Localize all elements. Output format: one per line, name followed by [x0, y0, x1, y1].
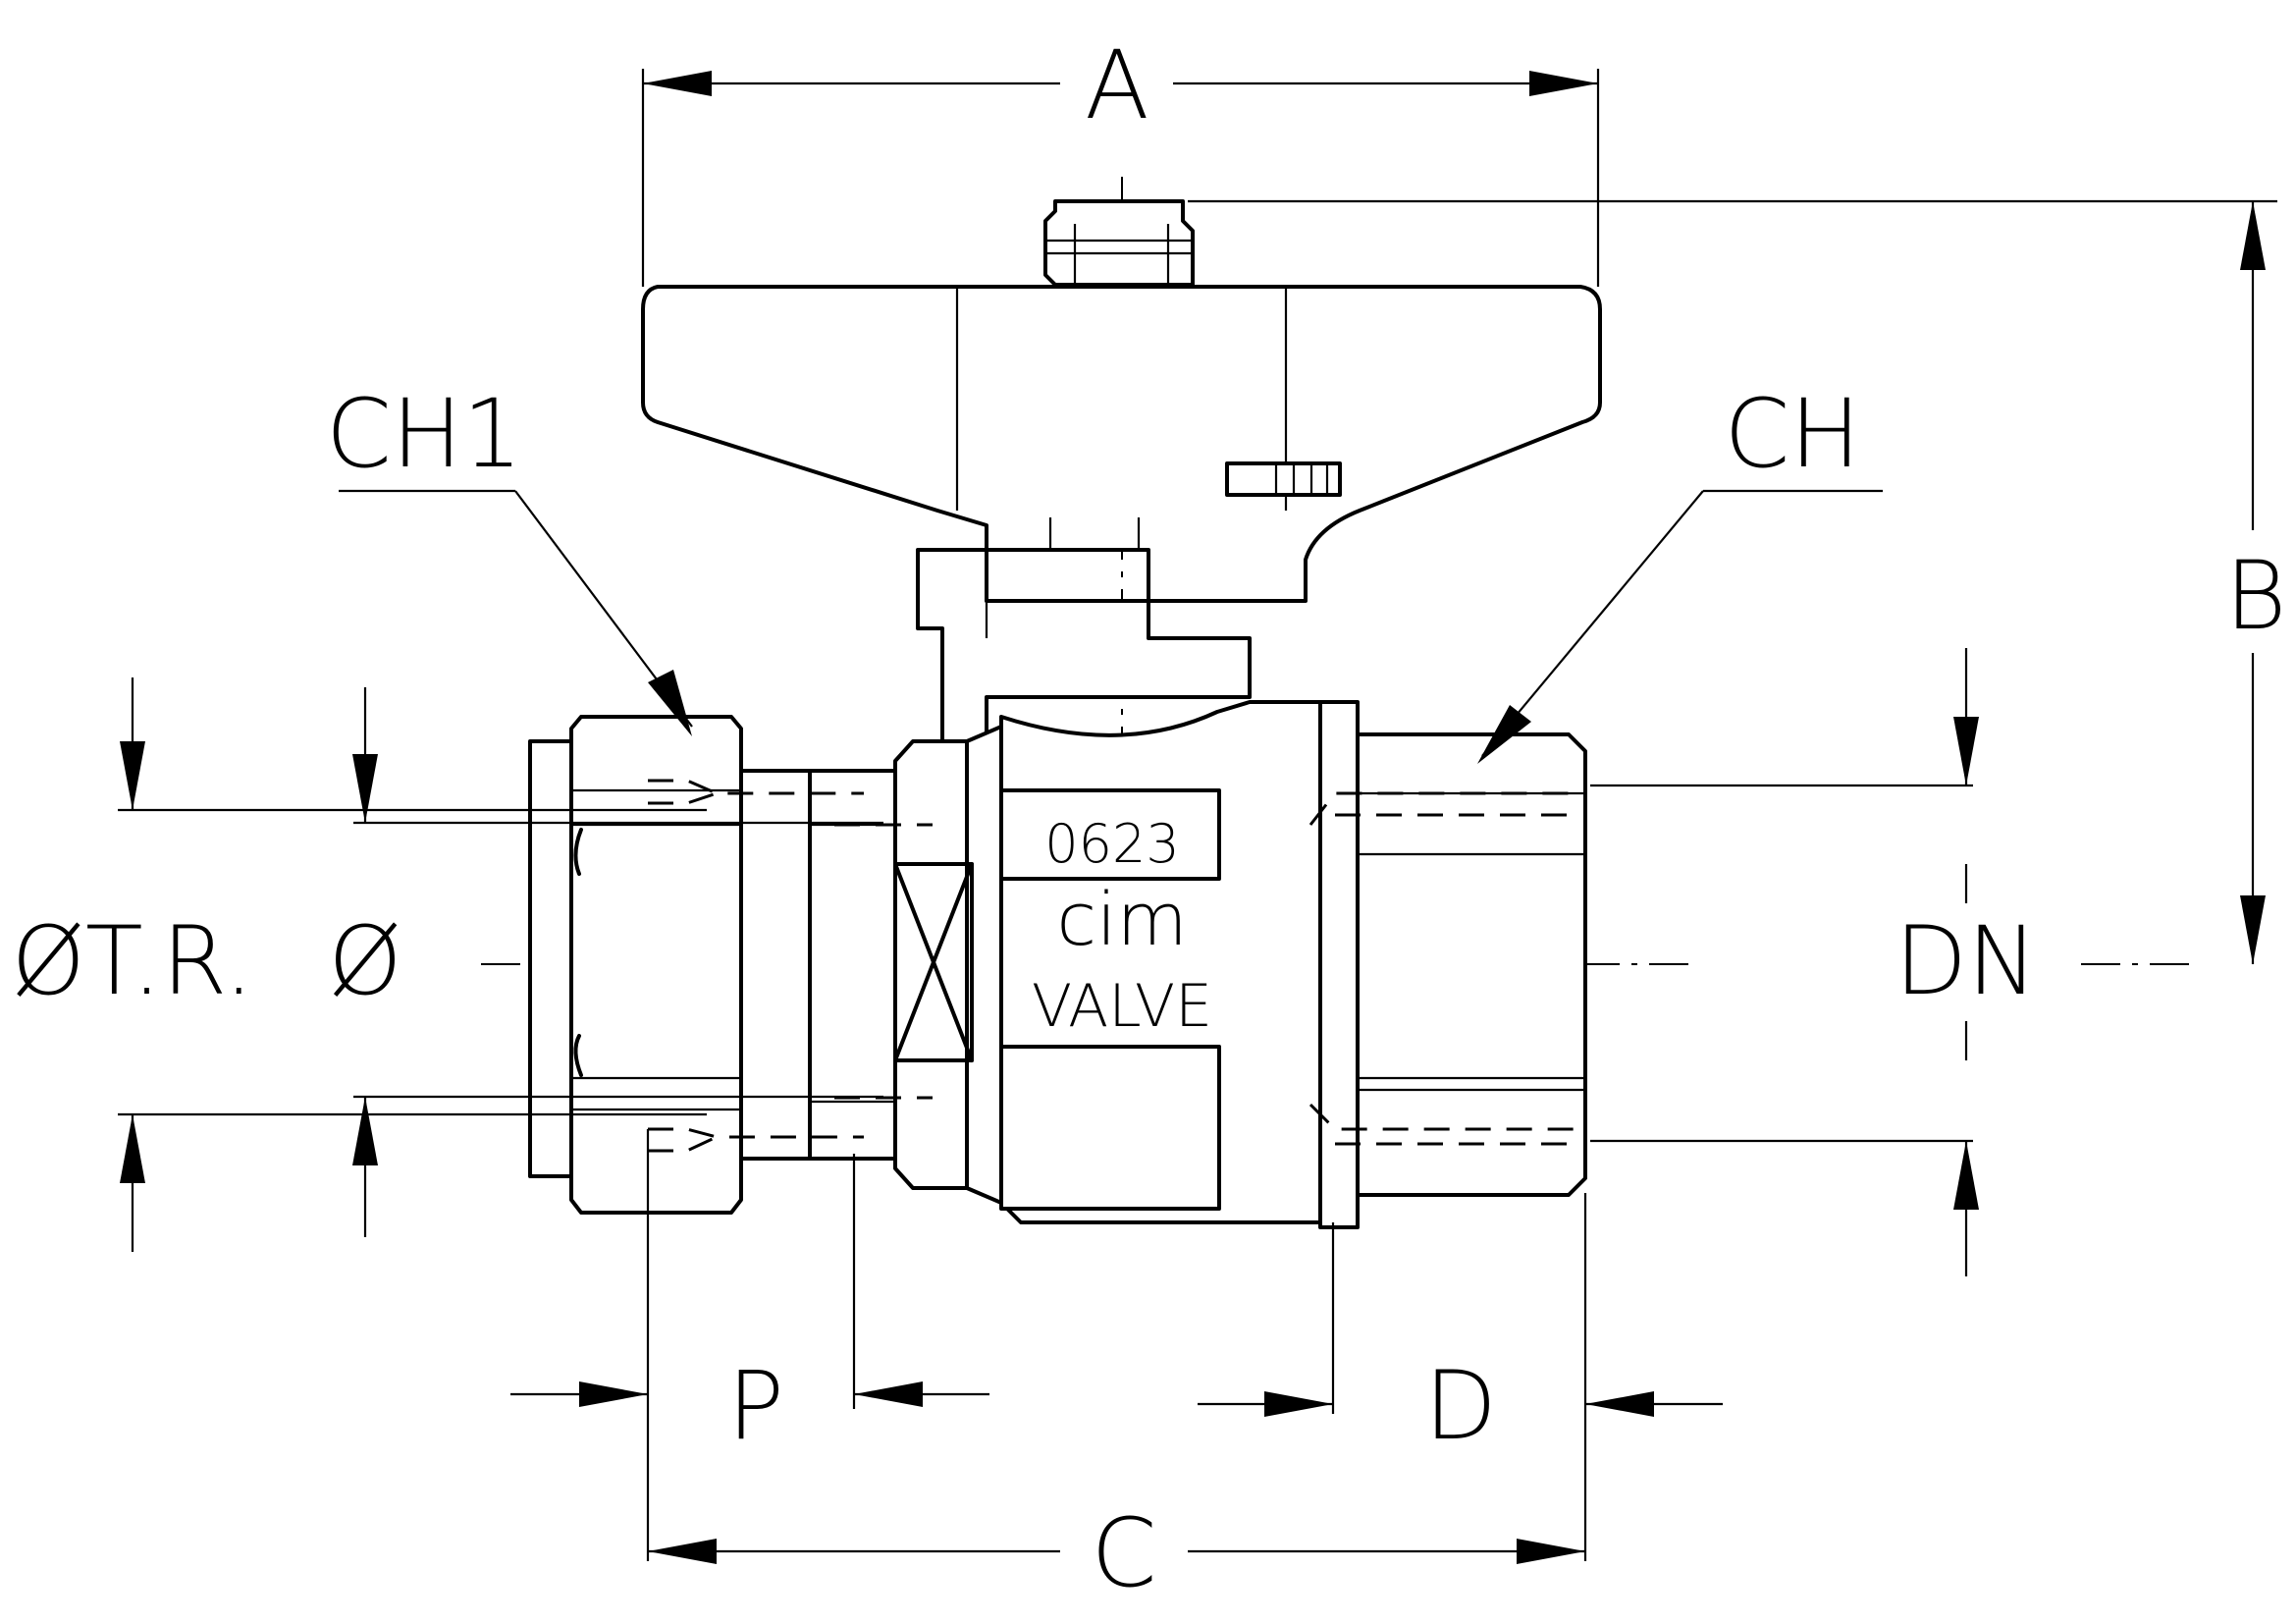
- body-markings: 0623 cim VALVE: [1032, 813, 1212, 1041]
- dim-c-label: C: [1091, 1498, 1156, 1608]
- dim-ch-label: CH: [1724, 379, 1860, 489]
- dim-p-label: P: [727, 1351, 784, 1461]
- dim-d-label: D: [1424, 1351, 1497, 1461]
- dim-a: A: [641, 30, 1600, 287]
- dim-dn: DN: [1590, 648, 2038, 1276]
- body-code-text: 0623: [1044, 813, 1179, 875]
- dim-ch1-label: CH1: [326, 379, 522, 489]
- dim-phi-tr-label: ØT.R.: [11, 906, 253, 1016]
- body-word-text: VALVE: [1032, 972, 1212, 1041]
- dim-ch: CH: [1477, 379, 1883, 764]
- dim-d: D: [1198, 1193, 1723, 1561]
- dim-ch1: CH1: [326, 379, 693, 736]
- dim-phi-tr: ØT.R.: [11, 677, 707, 1252]
- handle-lever: [641, 199, 1602, 603]
- dim-b-label: B: [2225, 541, 2287, 651]
- body-brand-text: cim: [1056, 878, 1187, 962]
- dim-c: C: [648, 1498, 1585, 1608]
- right-hidden-lines: [1308, 791, 1575, 1146]
- dim-a-label: A: [1085, 30, 1149, 140]
- dim-b: B: [1188, 199, 2287, 964]
- stem-neck: [916, 517, 1252, 743]
- dim-phi: Ø: [328, 687, 883, 1237]
- left-compression-fitting: [528, 715, 897, 1215]
- dim-dn-label: DN: [1895, 906, 2038, 1016]
- dim-p: P: [510, 1129, 989, 1561]
- valve-body: [893, 700, 1587, 1229]
- dim-phi-label: Ø: [328, 906, 402, 1016]
